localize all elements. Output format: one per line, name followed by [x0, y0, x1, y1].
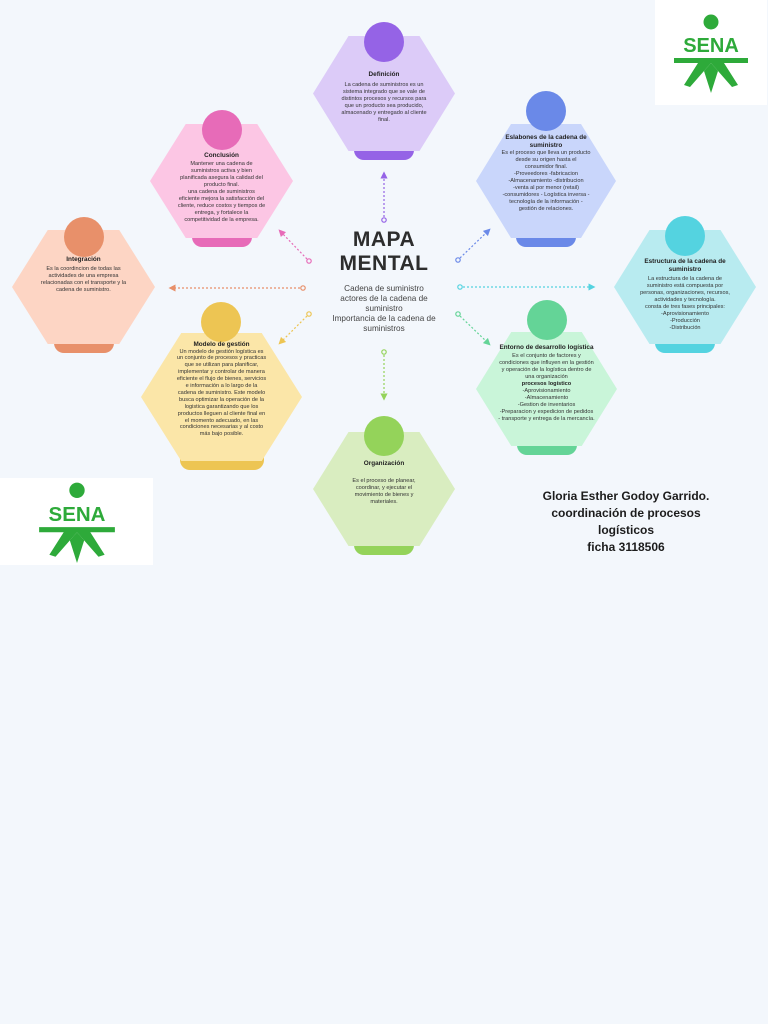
node-body: La estructura de la cadena de suministro… — [640, 276, 730, 331]
connector-estructura — [457, 283, 596, 291]
node-circle — [364, 416, 404, 456]
connector-conclusion — [278, 229, 312, 264]
node-title: Organización — [363, 460, 405, 467]
node-body: La cadena de suministros es un sistema i… — [341, 81, 427, 123]
node-organizacion: Organización Es el proceso de planear, c… — [313, 416, 455, 555]
node-modelo: Modelo de gestión Un modelo de gestión l… — [141, 302, 302, 470]
node-body: Mantener una cadena de suministros activ… — [177, 160, 266, 223]
sena-logo-top-right: SENA — [655, 0, 767, 105]
node-bold-line: procesos logístico — [521, 380, 572, 387]
node-integracion: Integración Es la coordincion de todas l… — [12, 217, 155, 353]
sena-logo-text: SENA — [48, 502, 105, 525]
node-circle — [200, 302, 241, 342]
node-title: Conclusión — [204, 152, 239, 159]
connector-entorno — [455, 311, 491, 346]
node-body: Es el proceso de planear, coordinar, y e… — [352, 477, 416, 505]
node-content: Eslabones de la cadena de suministro Es … — [501, 134, 591, 230]
node-title: Entorno de desarrollo logística — [499, 344, 594, 351]
node-body: Es el conjunto de factores y condiciones… — [499, 352, 594, 380]
node-definicion: Definición La cadena de suministros es u… — [313, 22, 455, 160]
node-content: Estructura de la cadena de suministro La… — [638, 258, 732, 336]
node-body: Un modelo de gestión logística es un con… — [176, 348, 267, 438]
node-entorno: Entorno de desarrollo logística Es el co… — [476, 300, 617, 455]
sena-logo-text: SENA — [683, 35, 739, 57]
node-title: Modelo de gestión — [193, 341, 250, 348]
node-content: Modelo de gestión Un modelo de gestión l… — [176, 341, 266, 453]
node-content: Entorno de desarrollo logística Es el co… — [497, 344, 596, 438]
node-content: Integración Es la coordincion de todas l… — [38, 256, 130, 336]
node-circle — [63, 217, 104, 257]
sena-logo-icon: SENA — [674, 14, 748, 93]
node-hexagon — [476, 332, 617, 446]
connector-integracion — [168, 284, 306, 292]
node-content: Definición La cadena de suministros es u… — [341, 71, 426, 143]
node-circle — [526, 91, 566, 131]
node-content: Organización Es el proceso de planear, c… — [341, 460, 426, 538]
center-title-text: MAPA MENTAL — [339, 228, 429, 275]
node-body: Es el proceso que lleva un producto desd… — [501, 150, 591, 212]
node-circle — [201, 110, 242, 150]
node-hexagon — [141, 333, 302, 461]
node-circle — [364, 22, 404, 62]
node-title: Eslabones de la cadena de suministro — [505, 134, 587, 149]
center-subtitle: Cadena de suministro actores de la caden… — [332, 284, 436, 333]
connector-organizacion — [380, 349, 388, 401]
node-conclusion: Conclusión Mantener una cadena de sumini… — [150, 110, 293, 247]
center-title: MAPA MENTAL — [320, 228, 448, 276]
node-title: Integración — [66, 256, 101, 263]
sena-logo-bottom-left: SENA — [0, 478, 153, 565]
node-eslabones: Eslabones de la cadena de suministro Es … — [476, 91, 616, 247]
node-circle — [526, 300, 567, 340]
connector-modelo — [278, 311, 312, 345]
node-title: Estructura de la cadena de suministro — [644, 258, 726, 273]
node-content: Conclusión Mantener una cadena de sumini… — [177, 152, 266, 230]
sena-logo-icon: SENA — [38, 482, 115, 563]
node-estructura: Estructura de la cadena de suministro La… — [614, 216, 756, 353]
node-circle — [665, 216, 705, 256]
node-body: Es la coordincion de todas las actividad… — [40, 265, 127, 293]
author-info: Gloria Esther Godoy Garrido. coordinació… — [542, 489, 710, 554]
node-title: Definición — [368, 71, 400, 78]
node-body-2: -Aprovisionamiento -Almacenamiento -Gest… — [498, 387, 595, 422]
connector-eslabones — [455, 228, 491, 263]
connector-definicion — [380, 171, 388, 223]
